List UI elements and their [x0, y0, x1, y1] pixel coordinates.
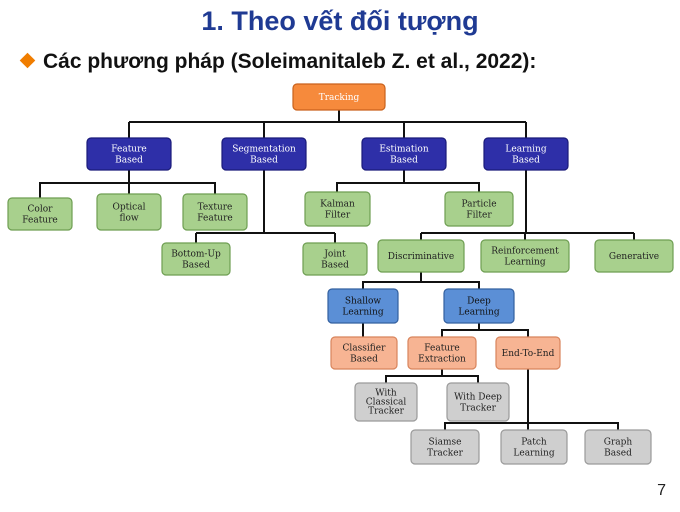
node-box [304, 191, 371, 227]
page-number: 7 [657, 482, 666, 499]
node-box [377, 239, 465, 273]
bullet-line: Các phương pháp (Soleimanitaleb Z. et al… [19, 50, 537, 74]
connector-line [129, 182, 216, 194]
node-box [410, 429, 480, 465]
node-box [96, 193, 162, 231]
node-box [86, 137, 172, 171]
node-box [327, 288, 399, 324]
connector-line [385, 369, 443, 383]
node-box [221, 137, 307, 171]
node-box [443, 288, 515, 324]
node-label: Tracking [319, 93, 360, 103]
node-box [292, 83, 386, 111]
diagram-edges [39, 110, 635, 430]
node-box [446, 382, 510, 422]
node-box [182, 193, 248, 231]
node-end-to-end: End-To-End [495, 336, 561, 370]
node-box [407, 336, 477, 370]
connector-line [528, 422, 619, 430]
node-label: End-To-End [502, 349, 555, 359]
connector-line [444, 369, 529, 430]
node-box [361, 137, 447, 171]
connector-line [403, 170, 480, 192]
connector-line [421, 281, 480, 289]
node-label: Generative [609, 252, 659, 262]
connector-line [479, 329, 529, 337]
connector-line [362, 272, 422, 289]
connector-line [442, 375, 479, 383]
node-box [483, 137, 569, 171]
bullet-text: Các phương pháp (Soleimanitaleb Z. et al… [43, 50, 537, 73]
node-tracking: Tracking [292, 83, 386, 111]
node-label: Discriminative [388, 252, 454, 262]
node-box [354, 382, 418, 422]
node-generative: Generative [594, 239, 674, 273]
connector-line [441, 323, 480, 337]
node-box [161, 242, 231, 276]
node-box [480, 239, 570, 273]
connector-line [336, 182, 404, 192]
node-box [302, 242, 368, 276]
node-box [495, 336, 561, 370]
node-box [444, 191, 514, 227]
node-box [584, 429, 652, 465]
node-box [500, 429, 568, 465]
node-box [330, 336, 398, 370]
node-discriminative: Discriminative [377, 239, 465, 273]
node-box [594, 239, 674, 273]
slide-title: 1. Theo vết đối tượng [201, 6, 479, 36]
node-box [7, 197, 73, 231]
connector-line [39, 170, 130, 198]
